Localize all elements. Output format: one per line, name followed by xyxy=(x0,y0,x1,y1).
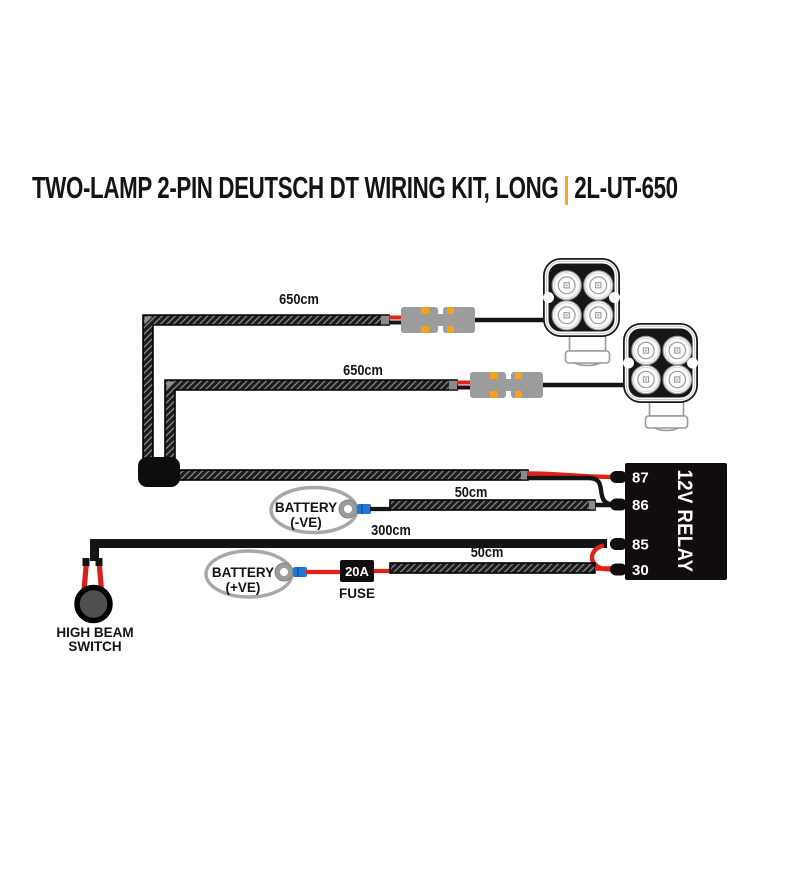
cable-length-label-switch: 300cm xyxy=(371,521,411,538)
plug-latch xyxy=(490,379,498,391)
cable-corner-detail xyxy=(144,316,153,325)
switch-knob xyxy=(74,584,113,624)
relay-pin-86 xyxy=(610,498,627,511)
relay-pin-30 xyxy=(610,563,627,576)
battery-negative-label-2: (-VE) xyxy=(290,515,322,530)
switch-label-2: SWITCH xyxy=(68,639,121,654)
battery-negative-label-1: BATTERY xyxy=(275,500,337,515)
fuse-20a: 20A FUSE xyxy=(339,560,391,601)
relay-pin-87 xyxy=(610,471,627,483)
cable-length-label-negative: 50cm xyxy=(455,483,488,500)
wire-switch-300cm xyxy=(90,539,607,561)
battery-positive-terminal: BATTERY (+VE) xyxy=(204,549,341,599)
deutsch-plug xyxy=(470,372,506,398)
cable-end-tip xyxy=(589,500,595,510)
crimp-connector-blue xyxy=(357,504,371,514)
relay-body xyxy=(625,463,727,580)
receptacle-latch xyxy=(515,379,522,391)
deutsch-connector-pair-2 xyxy=(457,372,625,398)
switch-label-1: HIGH BEAM xyxy=(56,625,133,640)
terminal-cap-right xyxy=(95,558,103,566)
deutsch-plug xyxy=(401,307,438,333)
battery-positive-label-2: (+VE) xyxy=(226,580,261,595)
receptacle-latch xyxy=(447,314,454,326)
cable-length-label-lamp1: 650cm xyxy=(279,290,319,307)
lamp-1 xyxy=(542,257,620,367)
braided-cable-negative-50cm xyxy=(389,499,614,511)
lamp-1-leds xyxy=(551,270,614,331)
braided-cable-positive-50cm xyxy=(389,562,614,574)
relay-12v: 87 86 85 30 12V RELAY xyxy=(610,463,727,580)
part-number: 2L-UT-650 xyxy=(574,170,678,205)
cable-length-label-lamp2: 650cm xyxy=(343,361,383,378)
page-title: TWO-LAMP 2-PIN DEUTSCH DT WIRING KIT, LO… xyxy=(32,170,678,206)
cable-length-label-positive: 50cm xyxy=(471,543,504,560)
lamp-2-bracket xyxy=(644,401,689,432)
terminal-cap-left xyxy=(82,558,90,566)
cable-corner-detail xyxy=(166,381,175,390)
battery-positive-label-1: BATTERY xyxy=(212,565,274,580)
cable-end-tip xyxy=(449,380,457,390)
fuse-body xyxy=(340,560,374,582)
fuse-rating-label: 20A xyxy=(345,564,369,579)
battery-negative-terminal: BATTERY (-VE) xyxy=(269,485,391,535)
relay-pin-85-label: 85 xyxy=(632,537,649,554)
relay-pin-85 xyxy=(610,538,627,550)
title-separator: | xyxy=(563,170,570,205)
relay-pin-30-label: 30 xyxy=(632,562,649,579)
cable-end-tip xyxy=(381,315,389,325)
ring-terminal-hole xyxy=(344,505,352,513)
title-text: TWO-LAMP 2-PIN DEUTSCH DT WIRING KIT, LO… xyxy=(32,170,559,205)
crimp-connector-blue xyxy=(293,567,307,577)
plug-latch xyxy=(421,314,429,326)
lamp-1-bracket xyxy=(564,335,611,367)
lamp-2-leds xyxy=(631,335,693,395)
wire-red-to-pin87 xyxy=(526,471,615,480)
bezel-notch-left xyxy=(623,357,634,369)
relay-pin-87-label: 87 xyxy=(632,470,649,487)
relay-pin-86-label: 86 xyxy=(632,497,649,514)
deutsch-connector-pair-1 xyxy=(389,307,545,333)
bezel-notch-left xyxy=(543,292,554,303)
braided-cable-lamp2 xyxy=(164,379,458,463)
braided-cable-relay-feed xyxy=(177,469,529,481)
high-beam-switch: HIGH BEAM SWITCH xyxy=(56,558,134,654)
receptacle-tab xyxy=(438,314,443,326)
ring-terminal-hole xyxy=(280,568,288,576)
bezel-notch-right xyxy=(687,357,698,369)
receptacle-tab xyxy=(506,379,511,391)
cable-end-tip xyxy=(521,470,528,480)
bezel-notch-right xyxy=(609,292,620,303)
junction-block xyxy=(138,457,180,487)
fuse-label: FUSE xyxy=(339,586,375,601)
lamp-2 xyxy=(622,322,698,432)
relay-label: 12V RELAY xyxy=(673,470,696,573)
